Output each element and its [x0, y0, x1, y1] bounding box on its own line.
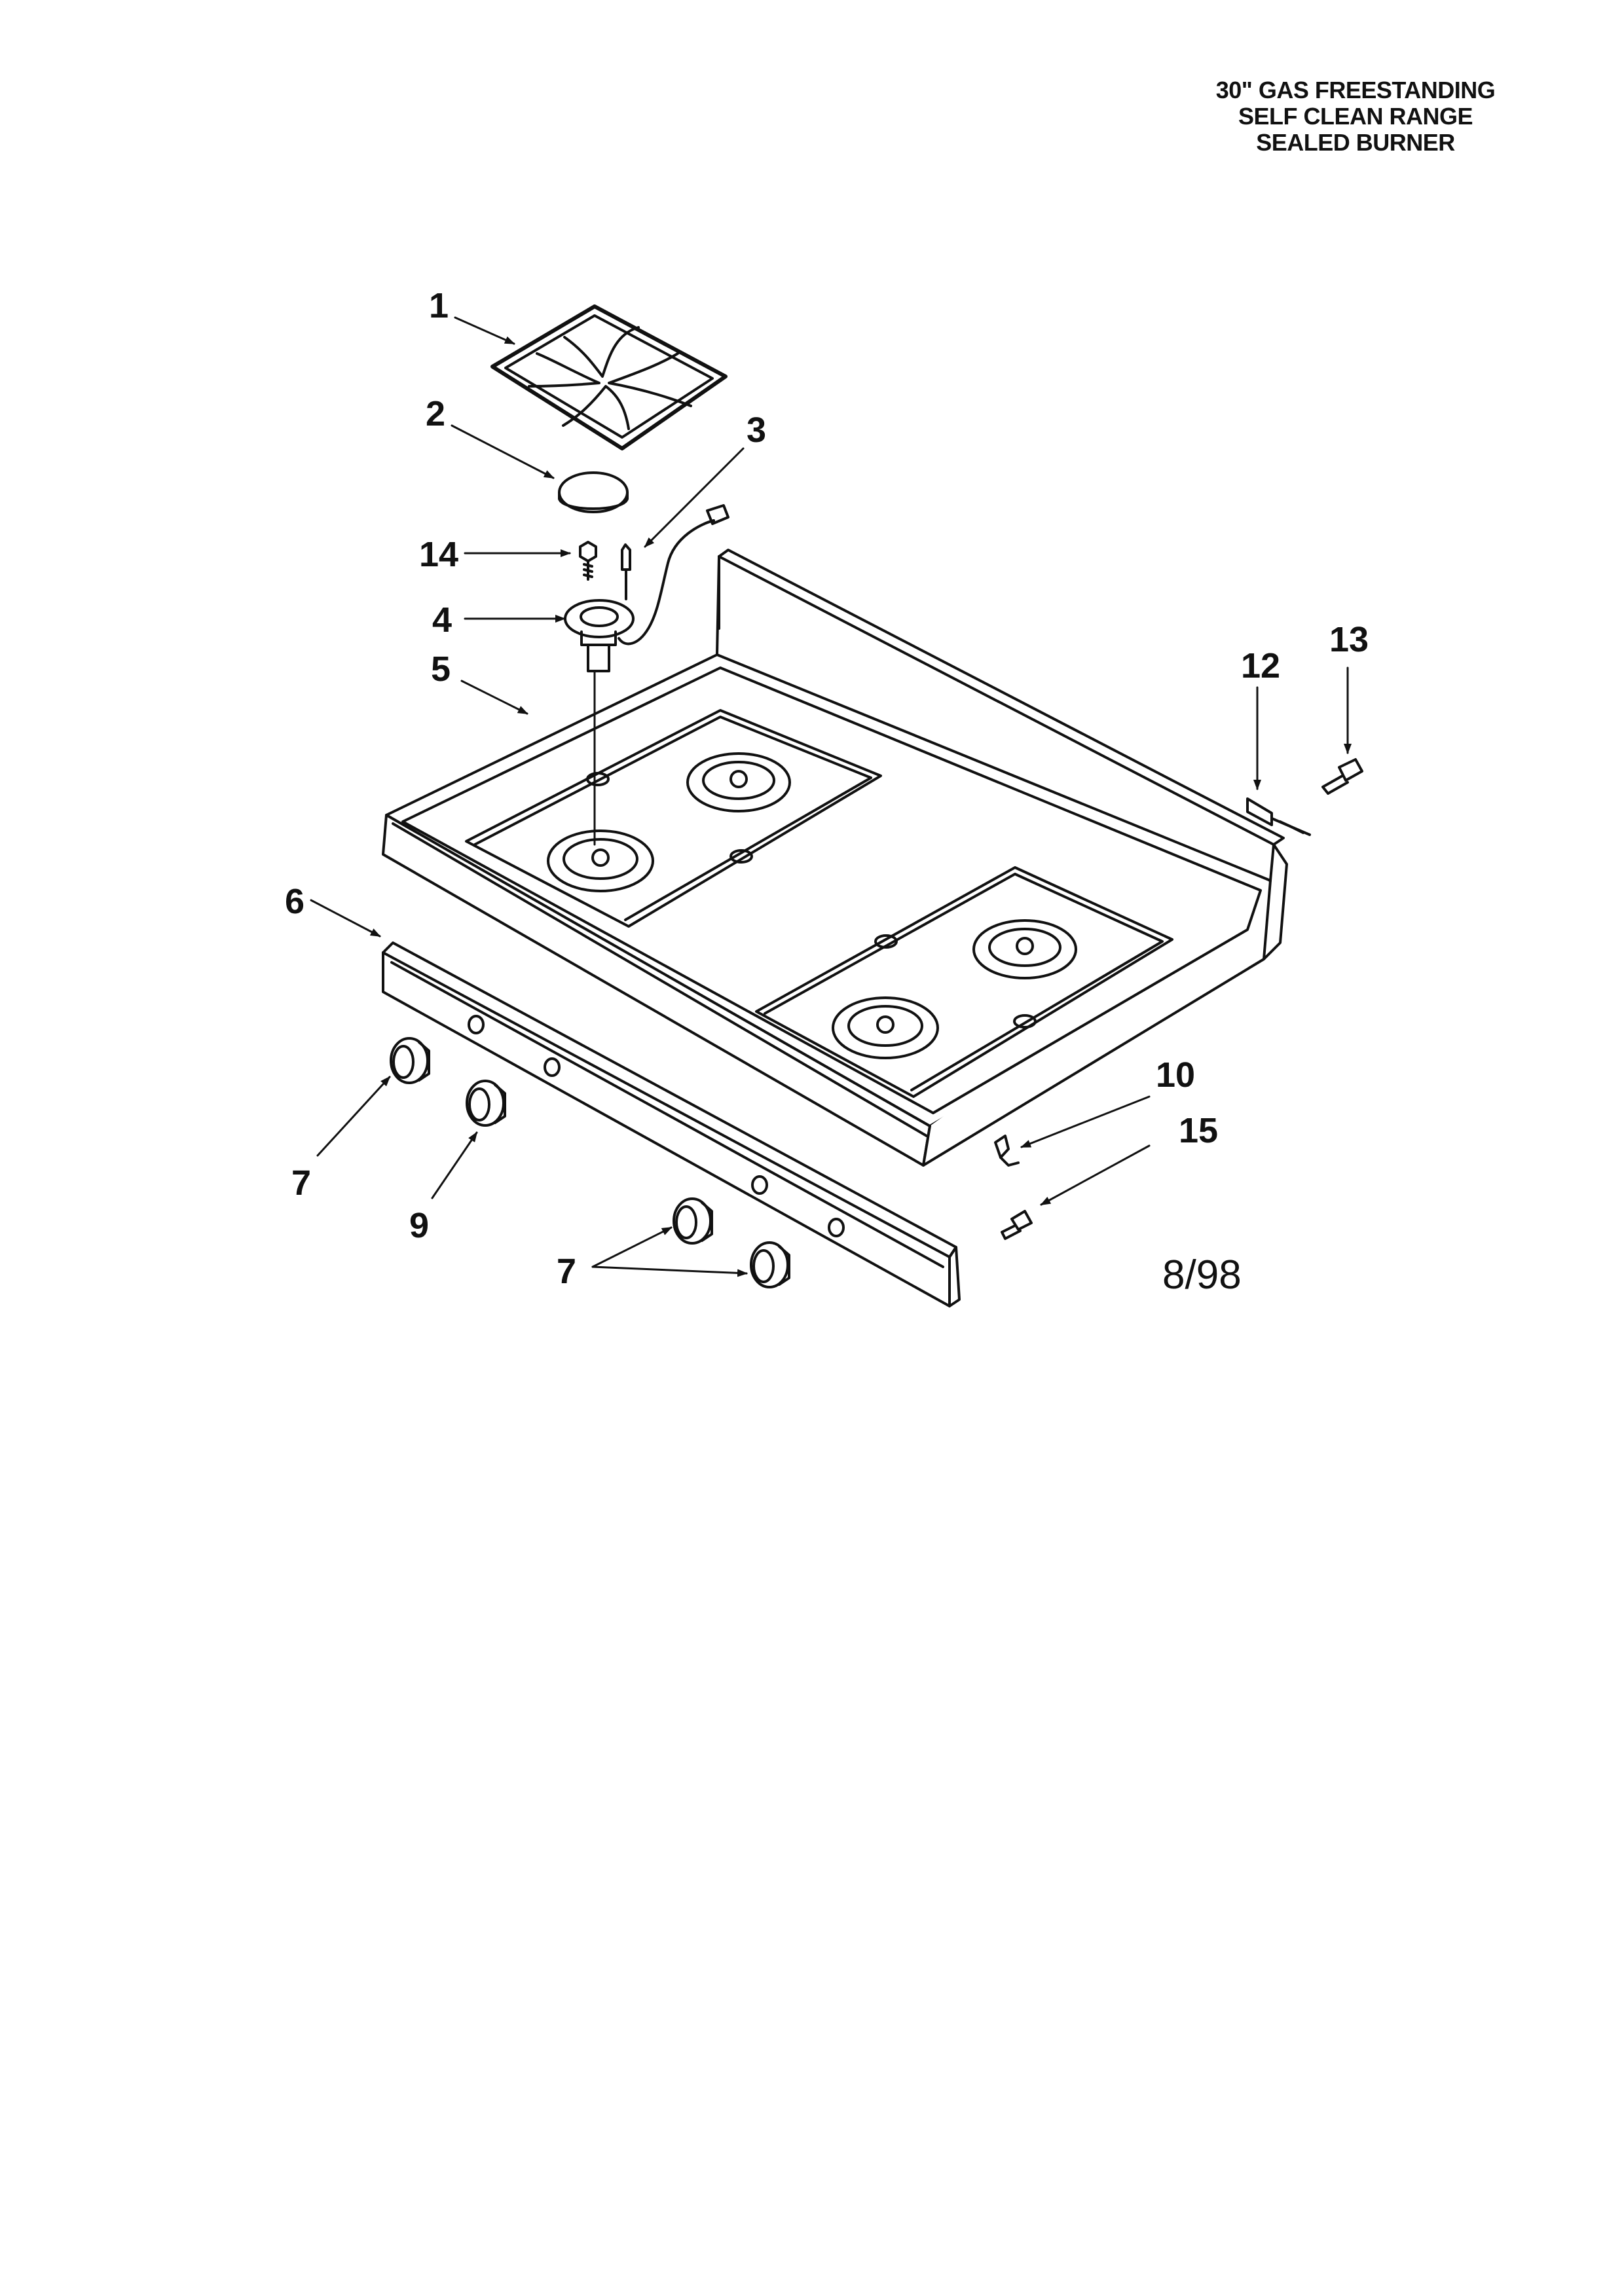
- burner-well-right: [755, 866, 1173, 1098]
- knob-7-left: [390, 1037, 430, 1084]
- hold-down-tab: [729, 849, 753, 864]
- leader-7-left: [316, 1076, 391, 1157]
- hold-down-tab: [586, 772, 610, 786]
- title-line-3: SEALED BURNER: [1256, 129, 1455, 156]
- screw-13: [1321, 758, 1363, 795]
- knob-hole: [544, 1057, 561, 1077]
- hinge-part-12: [1246, 797, 1311, 836]
- callout-13: 13: [1329, 620, 1369, 659]
- leader-3: [644, 447, 745, 548]
- callout-7-bottom: 7: [557, 1252, 576, 1291]
- knob-7-middle: [673, 1197, 713, 1245]
- burner-front-right: [832, 996, 939, 1059]
- diagram-title: 30" GAS FREESTANDING SELF CLEAN RANGE SE…: [1153, 77, 1559, 156]
- hold-down-tab: [874, 934, 898, 949]
- leader-15: [1040, 1144, 1151, 1206]
- hold-down-tab: [1013, 1014, 1037, 1029]
- callout-12: 12: [1241, 646, 1280, 685]
- clip-10: [994, 1135, 1020, 1167]
- leader-arrows: [310, 316, 1352, 1277]
- knob-hole: [828, 1218, 845, 1237]
- callout-labels: 1 2 3 14 4 5 6 7 9 7 10 15 12 13 8/98: [285, 286, 1369, 1298]
- knob-7-right: [750, 1241, 790, 1288]
- leader-10: [1020, 1095, 1151, 1148]
- ignitor-wire: [618, 504, 729, 646]
- callout-4: 4: [432, 600, 452, 640]
- callout-5: 5: [431, 649, 451, 689]
- title-line-1: 30" GAS FREESTANDING: [1215, 77, 1496, 103]
- callout-9: 9: [409, 1206, 429, 1245]
- callout-6: 6: [285, 882, 304, 921]
- burner-base: [564, 599, 635, 846]
- burner-rear-left: [686, 752, 791, 812]
- leader-5: [460, 680, 528, 715]
- burner-grate: [490, 304, 728, 450]
- burner-rear-right: [972, 919, 1077, 979]
- callout-3: 3: [747, 410, 766, 450]
- leader-7-middle: [591, 1226, 673, 1268]
- knob-9: [466, 1080, 506, 1127]
- control-panel-strip: [382, 941, 961, 1307]
- knob-hole: [468, 1015, 485, 1034]
- knob-hole: [751, 1175, 768, 1195]
- leader-7-right: [591, 1266, 748, 1277]
- title-line-2: SELF CLEAN RANGE: [1238, 103, 1473, 130]
- leader-2: [451, 424, 555, 479]
- leader-6: [310, 899, 381, 938]
- revision-date: 8/98: [1162, 1252, 1242, 1298]
- screw-14: [579, 541, 597, 581]
- callout-14: 14: [419, 535, 458, 574]
- burner-cap: [558, 471, 629, 513]
- leader-9: [431, 1131, 478, 1199]
- burner-front-left: [547, 829, 654, 892]
- cooktop-panel: [382, 549, 1288, 1167]
- callout-1: 1: [429, 286, 449, 325]
- leader-1: [454, 316, 515, 345]
- callout-15: 15: [1179, 1111, 1218, 1150]
- callout-7-left: 7: [291, 1163, 311, 1203]
- screw-15: [1001, 1210, 1033, 1240]
- callout-2: 2: [426, 394, 445, 433]
- callout-10: 10: [1156, 1055, 1195, 1095]
- burner-well-left: [465, 709, 882, 928]
